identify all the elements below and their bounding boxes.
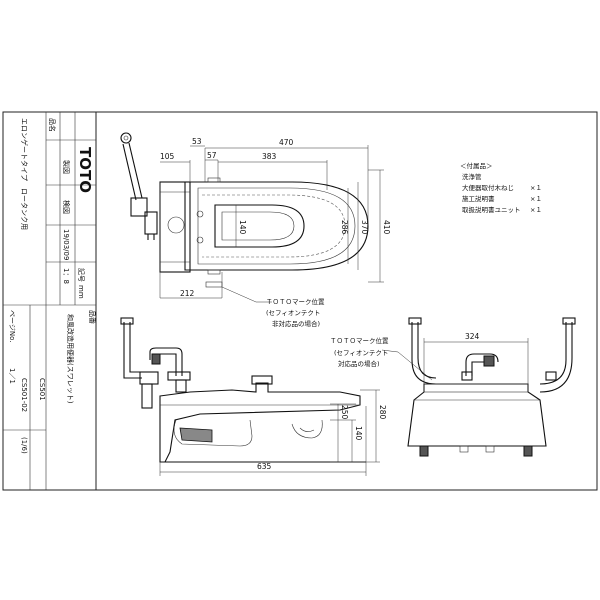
part-name: 和風改造用便器(スワレット) — [66, 314, 75, 404]
title-block: TOTO 品名 製図 検図 19/03/09 記号 1：8 mm エロンゲートタ… — [3, 112, 97, 490]
drawing-unit: mm — [77, 285, 85, 299]
dim-280: 280 — [378, 405, 387, 420]
mark-note-top-1: ＴＯＴＯマーク位置 — [266, 297, 325, 306]
drawing-border — [2, 111, 598, 491]
symbol-label: 記号 — [77, 268, 86, 282]
code-label: 品番 — [88, 310, 96, 324]
drawing-scale: 1：8 — [62, 268, 70, 284]
product-code: CS501 — [38, 378, 46, 401]
accessory-qty: ×１ — [530, 206, 542, 214]
checker-label: 検図 — [62, 200, 71, 214]
dim-105: 105 — [160, 152, 175, 161]
dim-324: 324 — [465, 332, 480, 341]
accessory-qty: ×１ — [530, 184, 542, 192]
accessory-list: ＜付属品＞ 洗浄管 大便器取付木ねじ ×１ 施工説明書 ×１ 取扱説明書ユニット… — [460, 161, 542, 214]
mark-note-front-1: ＴＯＴＯマーク位置 — [330, 336, 389, 345]
accessory-name: 施工説明書 — [462, 194, 495, 203]
dim-53: 53 — [192, 137, 202, 146]
dim-140-front: 140 — [354, 426, 363, 441]
accessory-name: 大便器取付木ねじ — [462, 183, 514, 192]
product-remark: エロンゲートタイプ ロータンク用 — [20, 118, 29, 230]
page-label: ページNo. — [8, 310, 16, 342]
mark-note-front-3: 対応品の場合) — [338, 359, 380, 368]
accessory-heading: ＜付属品＞ — [460, 161, 493, 170]
accessory-qty: ×１ — [530, 195, 542, 203]
page-number: 1／1 — [8, 368, 16, 384]
logo-text: TOTO — [76, 147, 94, 193]
mark-note-top-3: 非対応品の場合) — [272, 319, 320, 328]
dim-470: 470 — [279, 138, 294, 147]
name-label: 品名 — [48, 118, 57, 132]
dim-410: 410 — [382, 220, 391, 235]
accessory-name: 取扱説明書ユニット — [462, 205, 521, 214]
dim-inner-140: 140 — [238, 220, 247, 235]
dim-57: 57 — [207, 151, 217, 160]
dim-383: 383 — [262, 152, 277, 161]
dim-286: 286 — [340, 220, 349, 235]
drawing-code: CS501-02 — [20, 378, 28, 412]
rear-view — [407, 317, 576, 457]
dim-370: 370 — [360, 220, 369, 235]
dim-212: 212 — [180, 289, 195, 298]
top-view — [120, 132, 384, 303]
dim-635: 635 — [257, 462, 272, 471]
mark-note-top-2: (セフィオンテクト — [266, 309, 320, 317]
mark-note-front-2: (セフィオンテクト — [334, 349, 388, 357]
dim-250: 250 — [340, 405, 349, 420]
sheet-number: (1/6) — [20, 437, 28, 454]
drawing-date: 19/03/09 — [62, 229, 70, 260]
side-view — [120, 317, 380, 476]
drawer-label: 製図 — [62, 160, 71, 174]
accessory-name: 洗浄管 — [462, 172, 482, 181]
